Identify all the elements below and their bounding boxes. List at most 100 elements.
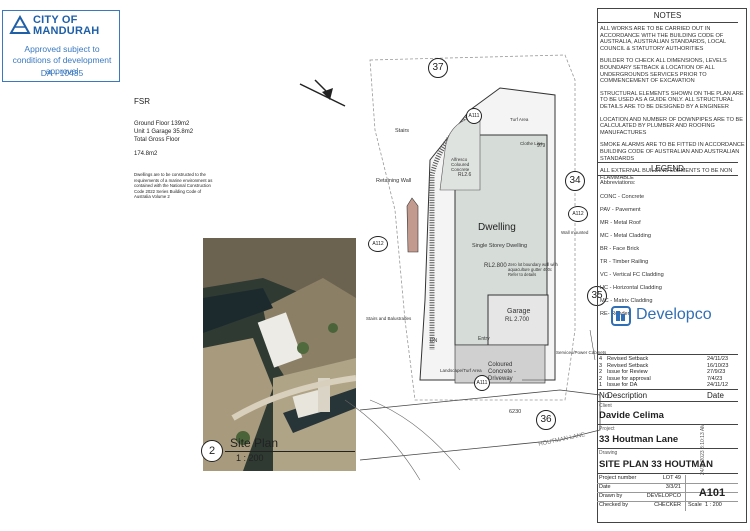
- title-block: [597, 8, 747, 523]
- notes-title: NOTES: [653, 11, 682, 20]
- drawing-label: Drawing: [599, 450, 618, 456]
- approval-text: Approved subject to conditions of develo…: [12, 44, 112, 76]
- landscape-label: Landscape/Turf Area: [440, 368, 482, 373]
- note-1: ALL WORKS ARE TO BE CARRIED OUT IN ACCOR…: [600, 26, 726, 52]
- revision-row: 3 Revised Setback 16/10/23: [599, 362, 729, 369]
- dwelling-sub: Single Storey Dwelling: [472, 243, 528, 249]
- da-number: DA - 10435: [40, 68, 84, 78]
- legend-item: MR - Metal Roof: [600, 219, 641, 226]
- turf-label: Turf Area: [510, 117, 529, 122]
- project-number: LOT 49: [662, 475, 681, 481]
- fsr-total: 174.8m2: [134, 151, 158, 157]
- alfresco-rl: RL2.6: [458, 172, 472, 178]
- legend-heading: Abbreviations:: [600, 180, 636, 186]
- legend-item: MC - Matrix Cladding: [600, 298, 653, 305]
- legend-item: PAV - Pavement: [600, 206, 641, 213]
- drawing-name: SITE PLAN 33 HOUTMAN: [599, 459, 714, 470]
- notes-list: ALL WORKS ARE TO BE CARRIED OUT IN ACCOR…: [600, 26, 745, 181]
- view-number: 2: [201, 440, 223, 462]
- plan-title: Site Plan: [230, 436, 279, 450]
- dim-979: 979: [537, 143, 546, 149]
- project-divider: [597, 424, 738, 425]
- garage-rl: RL 2.700: [505, 317, 530, 323]
- client-divider: [597, 401, 738, 402]
- marker-36: 36: [536, 410, 556, 430]
- note-2: BUILDER TO CHECK ALL DIMENSIONS, LEVELS …: [600, 58, 727, 85]
- driveway-label: Coloured Concrete - Driveway: [488, 362, 517, 382]
- checked-by: CHECKER: [654, 502, 681, 508]
- brand-logo: Developco: [610, 305, 735, 327]
- drawing-divider: [597, 448, 738, 449]
- fsr-total-label: Total Gross Floor: [134, 137, 180, 143]
- legend-item: CONC - Concrete: [600, 193, 645, 200]
- checked-by-label: Checked by: [599, 502, 629, 508]
- ref-a112-left: A112: [368, 236, 388, 252]
- marker-34: 34: [565, 171, 585, 191]
- date-label: Date: [599, 484, 611, 490]
- fsr-title: FSR: [134, 97, 150, 106]
- dwelling-rl: RL2.800: [484, 263, 507, 269]
- fsr-block: FSR Ground Floor 139m2 Unit 1 Garage 35.…: [134, 97, 224, 200]
- revision-row: 1 Issue for DA 24/11/12: [599, 382, 729, 388]
- marine-note: Dwellings are to be constructed to the r…: [134, 172, 213, 199]
- notes-divider: [597, 22, 738, 23]
- zero-lot-label: Zero lot boundary wall with aquaculture …: [508, 262, 558, 277]
- services-label: Services/Power Cabinets: [556, 350, 607, 355]
- ref-a111-bottom: A111: [474, 375, 490, 391]
- legend-item: TR - Timber Railing: [600, 259, 649, 266]
- fsr-ground: Ground Floor 139m2: [134, 121, 190, 127]
- ref-a111-top: A111: [466, 108, 482, 124]
- plan-scale: 1 : 200: [236, 453, 264, 463]
- legend-list: Abbreviations: CONC - Concrete PAV - Pav…: [600, 180, 740, 318]
- project-label: Project: [599, 426, 615, 432]
- fsr-unit: Unit 1 Garage 35.8m2: [134, 129, 194, 135]
- city-logo-icon: [9, 15, 31, 34]
- legend-item: HC - Horizontal Cladding: [600, 285, 662, 292]
- revisions-table: 4 Revised Setback 24/11/23 3 Revised Set…: [597, 356, 738, 401]
- client-label: Client: [599, 403, 612, 409]
- project-name: 33 Houtman Lane: [599, 434, 679, 445]
- date-value: 3/3/21: [665, 484, 681, 490]
- revision-row: 4 Revised Setback 24/11/23: [599, 356, 729, 362]
- note-4: LOCATION AND NUMBER OF DOWNPIPES ARE TO …: [600, 116, 743, 136]
- dim-6230: 6230: [509, 409, 522, 415]
- entry-label: Entry: [478, 336, 490, 342]
- aerial-photo-image: [203, 238, 356, 471]
- client-name: Davide Celima: [599, 410, 664, 421]
- legend-item: RE- Render: [600, 311, 630, 318]
- garage-label: Garage: [507, 308, 531, 315]
- alfresco-label: Alfresco Coloured Concrete: [451, 157, 470, 172]
- project-number-label: Project number: [599, 475, 637, 481]
- north-arrow-icon: [299, 79, 346, 107]
- dwelling-label: Dwelling: [478, 222, 516, 233]
- legend-title: LEGEND: [651, 164, 684, 173]
- stairs-balustrades-label: Stairs and Balustrades: [366, 316, 412, 321]
- legend-divider: [597, 162, 738, 163]
- revision-row: 2 Issue for Review 27/9/23: [599, 369, 726, 375]
- marker-37: 37: [428, 58, 448, 78]
- note-3: STRUCTURAL ELEMENTS SHOWN ON THE PLAN AR…: [600, 90, 744, 110]
- scale-value: 1 : 200: [705, 502, 722, 508]
- brand-name: Developco: [636, 306, 712, 323]
- sheet-number: A101: [685, 475, 738, 511]
- timestamp: 24/11/2023 3:10:13 AM: [700, 423, 706, 475]
- meta-divider: [597, 473, 738, 474]
- ref-a112-right: A112: [568, 206, 588, 222]
- legend-divider-2: [597, 175, 738, 176]
- org-name: CITY OF MANDURAH: [33, 14, 100, 37]
- legend-item: BR - Face Brick: [600, 245, 640, 252]
- legend-item: VC - Vertical FC Cladding: [600, 272, 664, 279]
- legend-item: MC - Metal Cladding: [600, 232, 651, 239]
- stairs-label: Stairs: [395, 128, 410, 134]
- clothes-line-label: Clothe Line: [520, 141, 543, 146]
- wall-mounted-label: Wall mounted: [561, 230, 589, 235]
- developco-logo-icon: [611, 306, 631, 326]
- note-6: ALL EXTERNAL BUILDING ELEMENTS TO BE NON…: [600, 168, 733, 181]
- plan-title-underline: [225, 451, 355, 452]
- drawn-by: DEVELOPCO: [646, 493, 681, 499]
- aerial-photo: [203, 238, 356, 471]
- dn-label: DN: [430, 338, 438, 344]
- meta-block: Project number LOT 49 Date 3/3/21 Drawn …: [597, 475, 738, 511]
- revision-header: No. Description Date: [597, 388, 738, 401]
